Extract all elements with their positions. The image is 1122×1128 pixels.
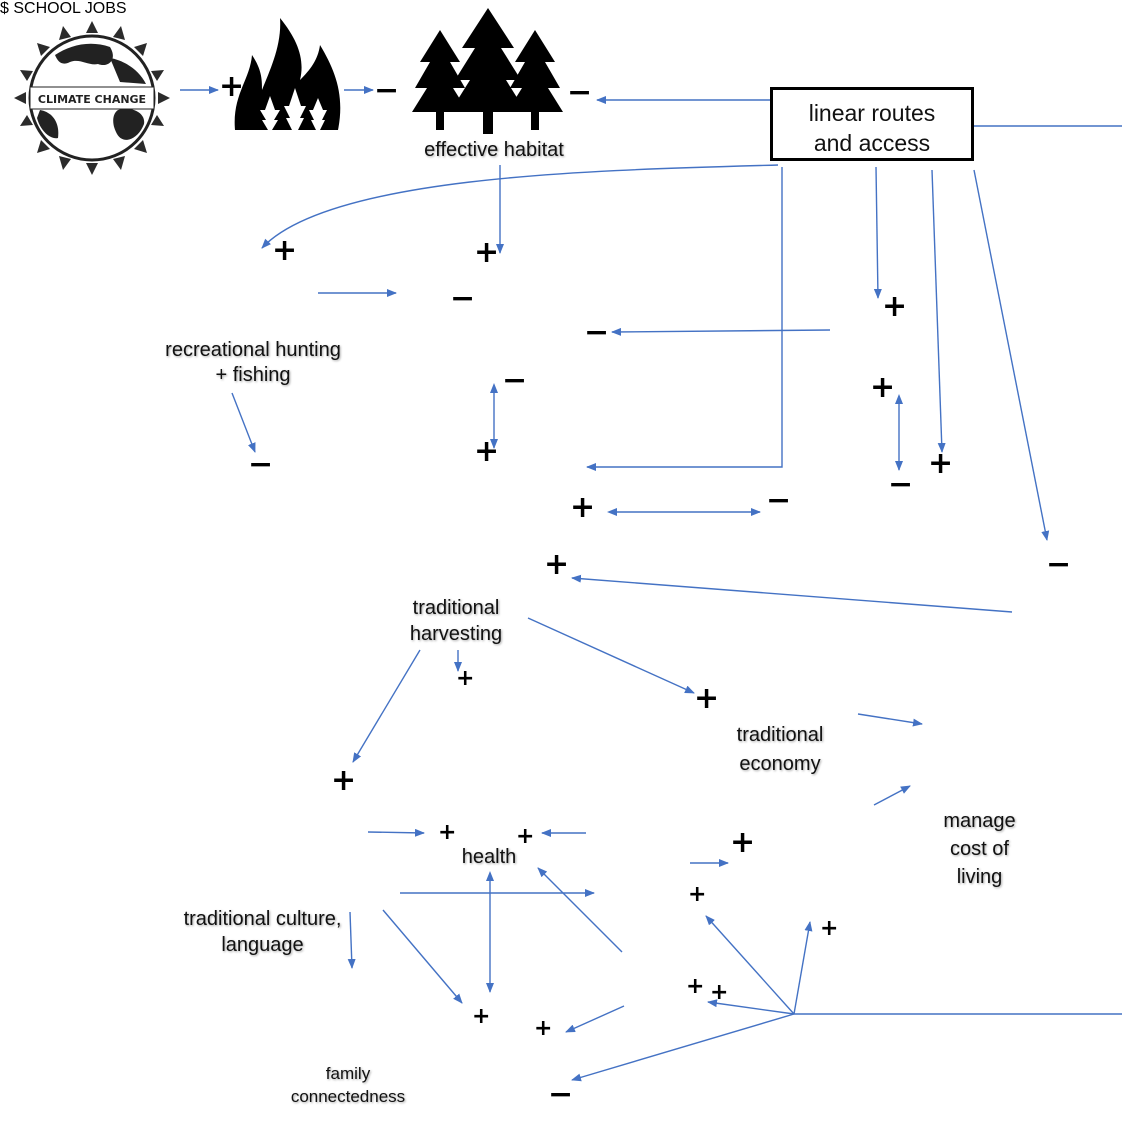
sign-wolf-plus-bottom: + bbox=[870, 370, 896, 405]
arrow-routes-bison bbox=[931, 169, 946, 453]
school-sign-label: SCHOOL bbox=[13, 0, 81, 17]
arrow-jobs-cost bbox=[873, 785, 911, 806]
traditional-economy-label-line2: economy bbox=[739, 753, 821, 775]
sign-wolf-plus-top: + bbox=[882, 289, 908, 324]
climate-change-icon: CLIMATE CHANGE bbox=[14, 21, 170, 175]
sign-noalc-plus-1: + bbox=[472, 1004, 491, 1029]
cost-of-living-chart-icon: $ bbox=[0, 0, 13, 17]
health-label: health bbox=[461, 846, 517, 868]
traditional-economy-label-line1: traditional bbox=[736, 724, 824, 746]
jobs-reader-icon: JOBS bbox=[85, 0, 127, 17]
sign-noalc-plus-2: + bbox=[534, 1016, 553, 1041]
sign-culture-plus: + bbox=[331, 763, 357, 798]
arrow-routes-marten bbox=[973, 169, 1050, 541]
sign-hunter-plus: + bbox=[272, 233, 298, 268]
traditional-harvesting-label-line2: harvesting bbox=[409, 623, 503, 645]
arrow-hub-medical bbox=[707, 999, 795, 1015]
sign-harvest-plus-top: + bbox=[474, 434, 500, 469]
sign-jobs-plus-left: + bbox=[730, 825, 756, 860]
arrow-medical-health bbox=[537, 867, 623, 953]
cost-of-living-label-line3: living bbox=[956, 866, 1003, 888]
sign-marten-minus: − bbox=[1046, 547, 1072, 582]
arrow-routes-wolf bbox=[873, 166, 882, 299]
arrow-routes-harvest bbox=[586, 167, 783, 471]
sign-harvest-plus-lower: + bbox=[544, 547, 570, 582]
sign-caribou-minus-right: − bbox=[584, 315, 610, 350]
climate-change-label: CLIMATE CHANGE bbox=[38, 93, 146, 106]
sign-trees-minus: − bbox=[374, 73, 400, 108]
sign-health-plus-left: + bbox=[438, 820, 457, 845]
linear-routes-node: linear routes and access bbox=[770, 87, 974, 161]
sign-noalc-minus: − bbox=[548, 1077, 574, 1112]
forest-fire-icon bbox=[234, 18, 341, 130]
traditional-culture-label-line2: language bbox=[221, 934, 304, 956]
arrow-harvest-economy bbox=[527, 617, 695, 694]
arrows bbox=[180, 86, 1122, 1082]
arrow-culture-family bbox=[347, 911, 356, 969]
traditional-harvesting-label-line1: traditional bbox=[412, 597, 500, 619]
sign-harvest-plus-right: + bbox=[570, 490, 596, 525]
school-sign-icon: SCHOOL bbox=[13, 0, 84, 17]
sign-caribou-plus: + bbox=[474, 235, 500, 270]
cost-of-living-label-line2: cost of bbox=[950, 838, 1009, 860]
sign-jobs-plus-bottom: + bbox=[820, 916, 839, 941]
arrow-culture-health bbox=[367, 828, 425, 837]
sign-health-plus-right: + bbox=[516, 824, 535, 849]
jobs-label: JOBS bbox=[84, 0, 127, 17]
cost-of-living-label-line1: manage bbox=[943, 810, 1016, 832]
family-connectedness-label-line1: family bbox=[325, 1064, 371, 1083]
sign-caribou-minus-bottom: − bbox=[502, 363, 528, 398]
linear-routes-label-line2: and access bbox=[813, 130, 931, 156]
arrow-hub-noalc bbox=[571, 1013, 795, 1082]
family-connectedness-label-line2: connectedness bbox=[290, 1087, 406, 1106]
linear-routes-label-line1: linear routes bbox=[808, 100, 936, 126]
arrow-hunter-fish bbox=[231, 392, 256, 453]
arrow-culture-noalc bbox=[382, 909, 463, 1004]
arrow-routes-hunter bbox=[261, 164, 779, 249]
sign-school-plus: + bbox=[688, 882, 707, 907]
arrow-smallgame-harvest bbox=[571, 574, 1013, 613]
sign-moose-minus: − bbox=[766, 483, 792, 518]
recreational-hunting-label-line1: recreational hunting bbox=[165, 339, 341, 361]
sign-economy-plus: + bbox=[694, 681, 720, 716]
traditional-culture-label-line1: traditional culture, bbox=[183, 908, 342, 930]
dollar-sign: $ bbox=[0, 0, 9, 17]
arrow-economy-cost bbox=[857, 713, 923, 727]
arrow-medical-noalc bbox=[565, 1005, 625, 1033]
arrow-wolf-caribou bbox=[611, 327, 831, 336]
effective-habitat-label: effective habitat bbox=[424, 139, 564, 161]
sign-fish-minus: − bbox=[248, 447, 274, 482]
recreational-hunting-label-line2: + fishing bbox=[215, 364, 291, 386]
sign-bison-plus: + bbox=[928, 446, 954, 481]
arrow-hub-jobs bbox=[793, 921, 813, 1015]
sign-fire-plus: + bbox=[219, 69, 245, 104]
arrow-harvest-culture bbox=[352, 649, 421, 763]
sign-health-plus-top: + bbox=[456, 666, 475, 691]
sign-caribou-minus-left: − bbox=[450, 281, 476, 316]
sign-medical-plus-1: + bbox=[686, 974, 705, 999]
sign-moose-minus-2: − bbox=[888, 467, 914, 502]
sign-medical-plus-2: + bbox=[710, 980, 729, 1005]
effective-habitat-trees-icon bbox=[412, 8, 563, 134]
arrow-hub-school bbox=[705, 915, 795, 1015]
sign-trees-minus-right: − bbox=[567, 75, 593, 110]
